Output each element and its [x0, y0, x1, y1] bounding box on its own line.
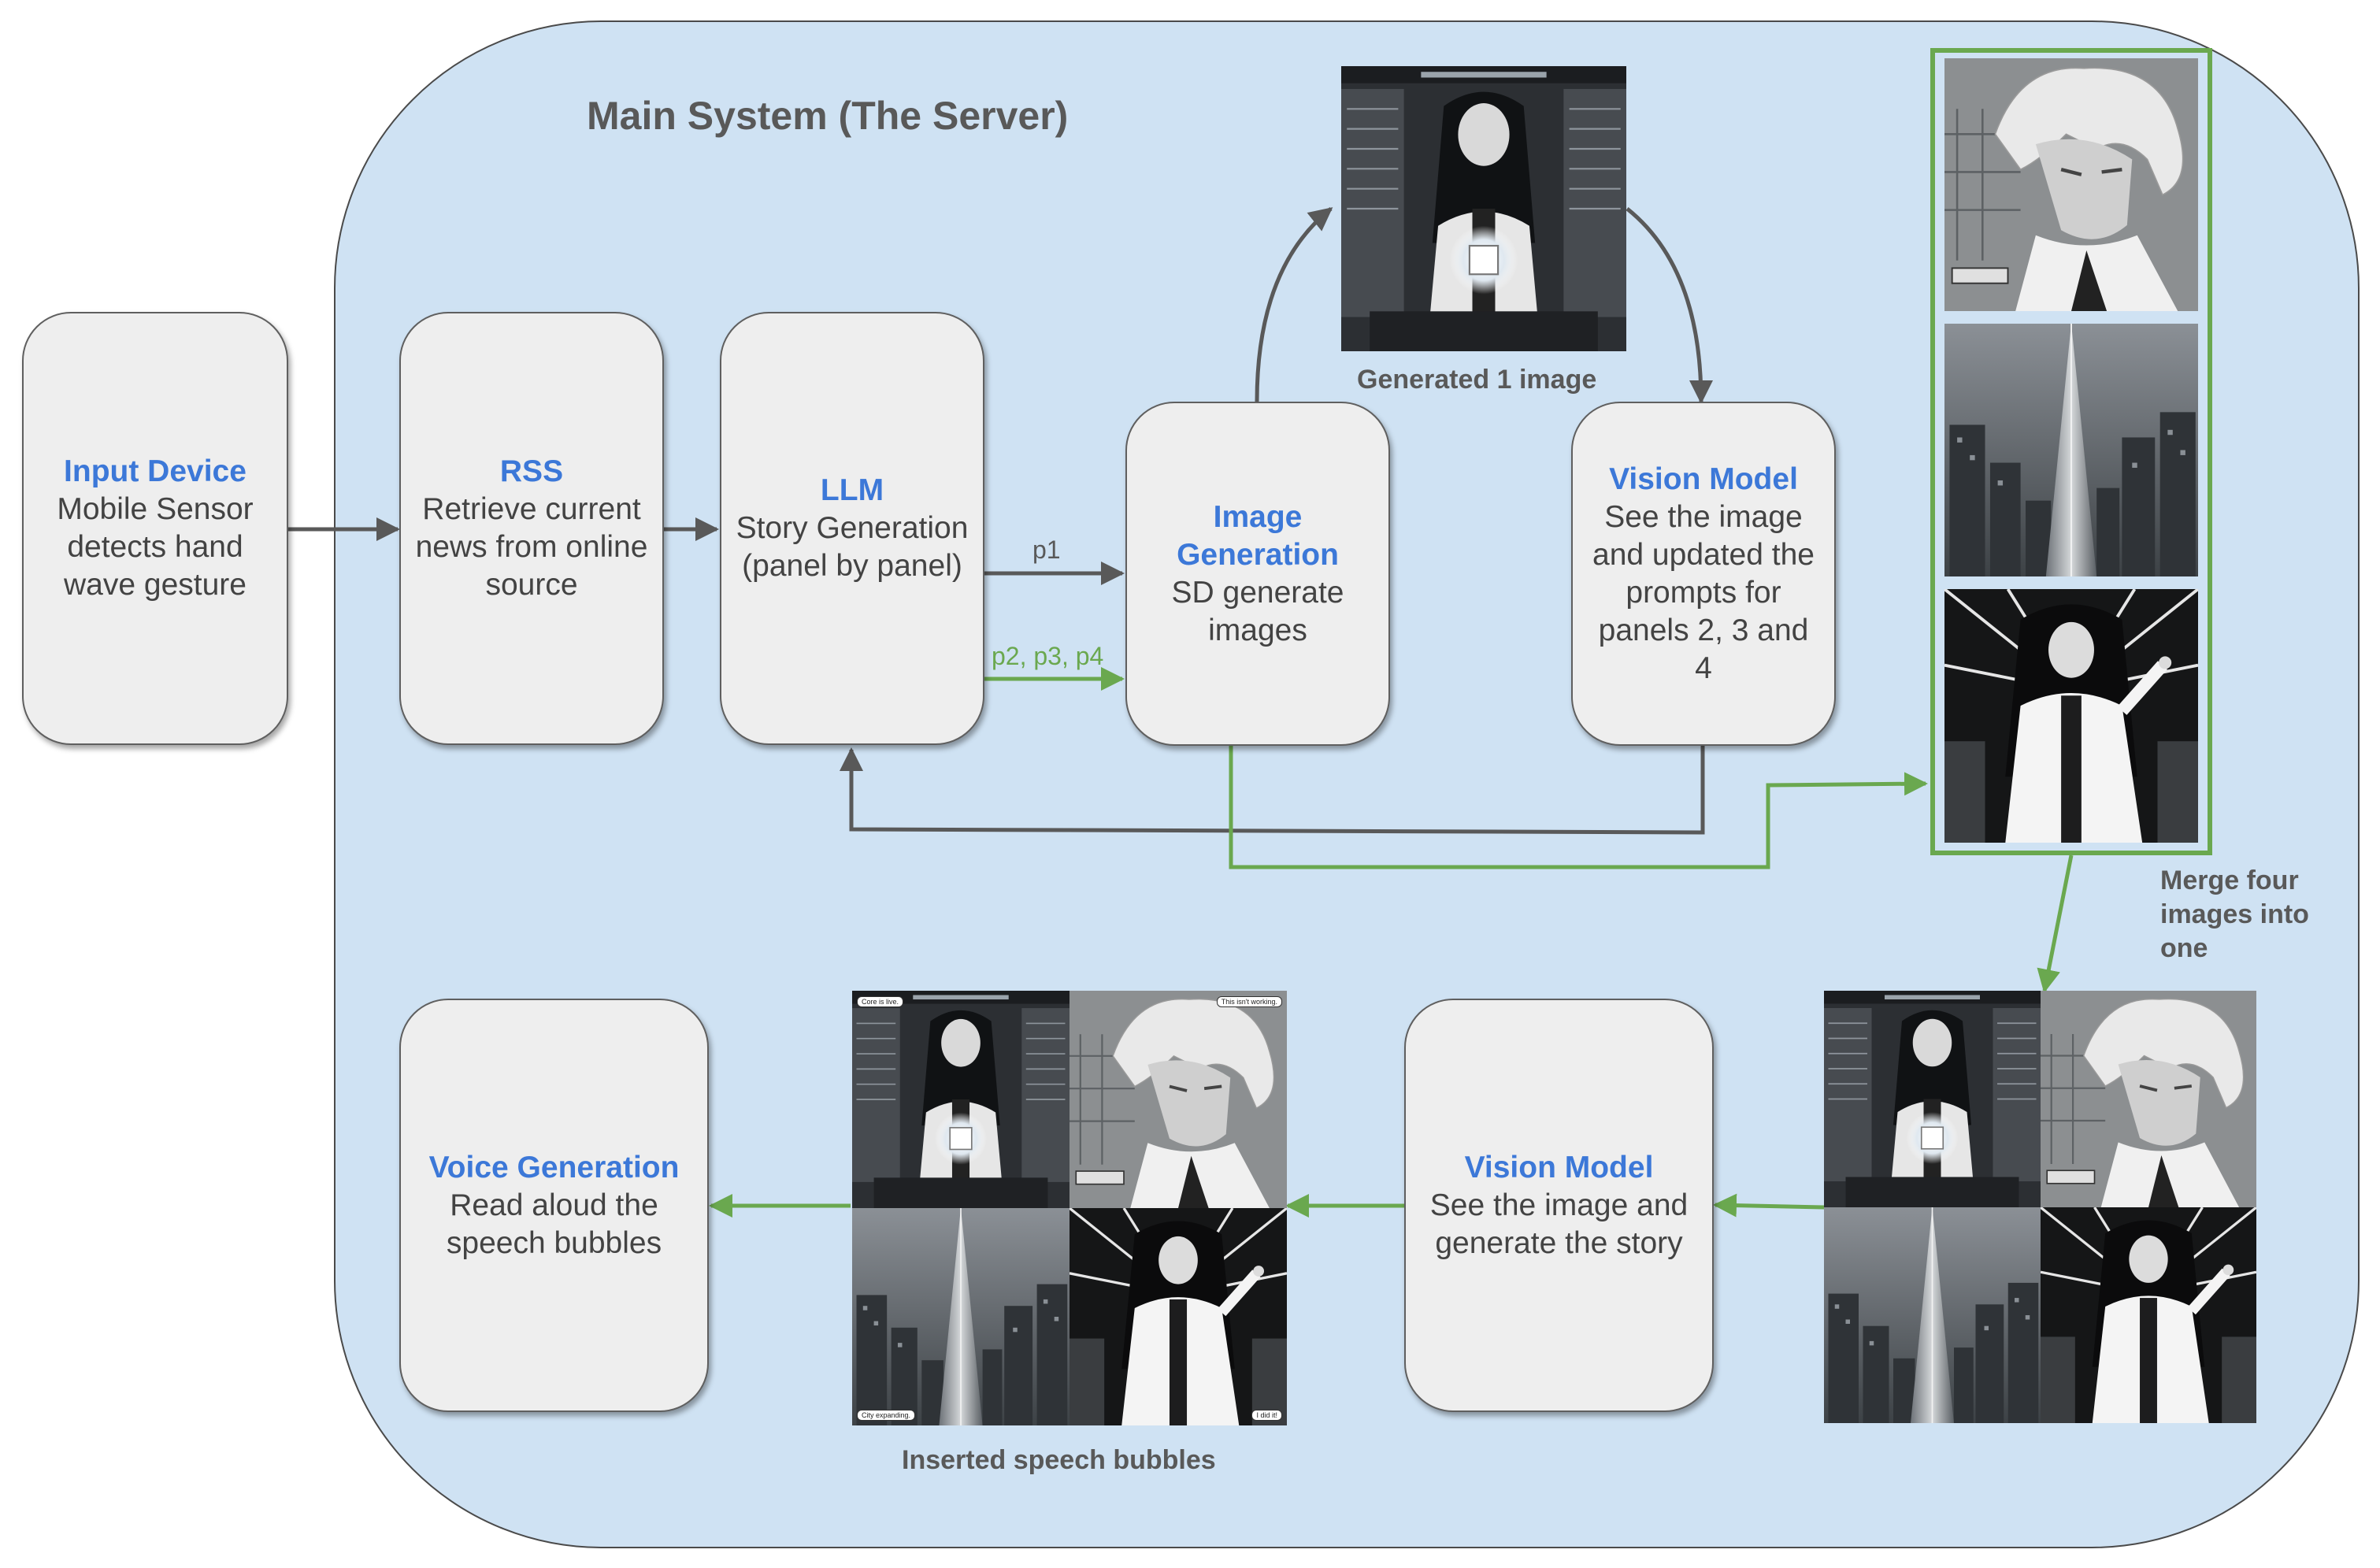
edge-label-p1: p1 [1032, 536, 1061, 564]
vision-model-top-node: Vision Model See the image and updated t… [1571, 402, 1836, 746]
rss-title: RSS [499, 454, 564, 488]
speech-bubble-3: City expanding. [857, 1410, 916, 1421]
input-device-node: Input Device Mobile Sensor detects hand … [22, 312, 288, 745]
vision-model-top-title: Vision Model [1609, 462, 1798, 496]
merged-panel-1 [1824, 991, 2041, 1207]
server-title: Main System (The Server) [587, 94, 1069, 138]
voice-generation-desc: Read aloud the speech bubbles [446, 1188, 662, 1260]
voice-generation-node: Voice Generation Read aloud the speech b… [399, 999, 709, 1412]
llm-title: LLM [820, 473, 884, 507]
merged-image-grid [1824, 991, 2256, 1423]
merged-panel-4 [2041, 1207, 2256, 1423]
input-device-title: Input Device [64, 454, 247, 488]
arrow-image-to-generated [1255, 207, 1333, 402]
panel-2-art [1944, 58, 2198, 311]
comic-panel-4 [1070, 1208, 1287, 1425]
stack-image-panel-2 [1944, 58, 2198, 311]
voice-generation-title: Voice Generation [428, 1150, 680, 1184]
generated-images-stack [1930, 48, 2212, 855]
panel-4-art [1944, 589, 2198, 843]
llm-node: LLM Story Generation (panel by panel) [720, 312, 984, 745]
vision-model-bottom-desc: See the image and generate the story [1429, 1188, 1689, 1260]
vision-model-top-desc: See the image and updated the prompts fo… [1592, 499, 1815, 685]
merged-panel-3 [1824, 1207, 2041, 1423]
comic-panel-1 [852, 991, 1070, 1208]
arrow-merged-to-vision-bottom [1713, 1193, 1825, 1218]
stack-image-panel-3 [1944, 324, 2198, 576]
image-generation-desc: SD generate images [1171, 575, 1344, 647]
arrow-generated-to-vision [1626, 207, 1713, 404]
generated-one-caption: Generated 1 image [1357, 365, 1597, 395]
merge-caption: Merge four images into one [2160, 866, 2309, 963]
rss-desc: Retrieve current news from online source [415, 492, 648, 602]
speech-bubble-1: Core is live. [857, 996, 904, 1007]
speech-bubble-2: This isn't working. [1216, 996, 1282, 1007]
input-device-desc: Mobile Sensor detects hand wave gesture [57, 492, 254, 602]
arrow-stack-to-merged [2037, 854, 2074, 993]
merged-panel-2 [2041, 991, 2256, 1207]
image-generation-node: Image Generation SD generate images [1125, 402, 1390, 746]
comic-with-bubbles: Core is live. This isn't working. City e… [852, 991, 1287, 1425]
panel-3-art [1944, 324, 2198, 576]
vision-model-bottom-node: Vision Model See the image and generate … [1404, 999, 1714, 1412]
image-generation-title: Image Generation [1177, 499, 1339, 572]
rss-node: RSS Retrieve current news from online so… [399, 312, 664, 745]
stack-image-panel-4 [1944, 589, 2198, 843]
inserted-bubbles-caption: Inserted speech bubbles [902, 1445, 1216, 1475]
vision-model-bottom-title: Vision Model [1464, 1150, 1654, 1184]
panel-1-art [1341, 66, 1626, 351]
comic-panel-2 [1070, 991, 1287, 1208]
llm-desc: Story Generation (panel by panel) [736, 511, 969, 583]
arrow-image-to-stack [1229, 746, 1928, 869]
generated-single-image [1341, 66, 1626, 351]
edge-label-p234: p2, p3, p4 [992, 642, 1104, 670]
arrow-vision-back-to-llm [840, 746, 1705, 835]
speech-bubble-4: I did it! [1251, 1410, 1282, 1421]
comic-panel-3 [852, 1208, 1070, 1425]
